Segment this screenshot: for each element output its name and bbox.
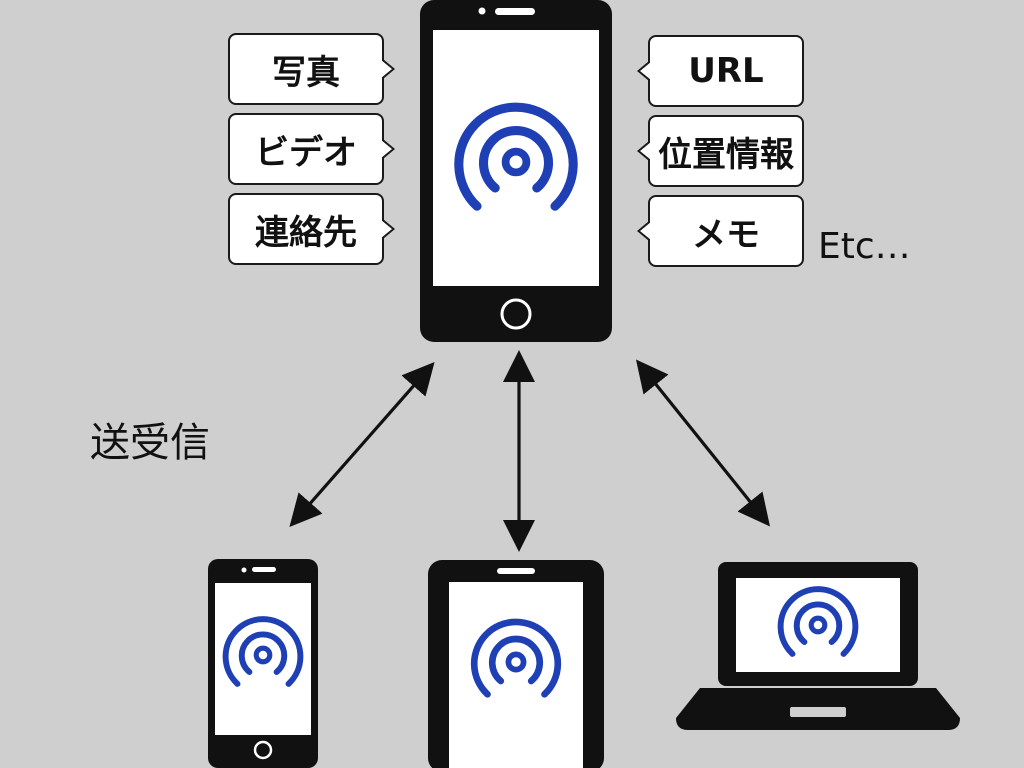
laptop-icon [676,562,960,730]
tablet-icon [428,560,604,768]
label-videos: ビデオ [228,113,384,185]
label-contacts: 連絡先 [228,193,384,265]
etc-label: Etc… [818,226,911,267]
label-url: URL [648,35,804,107]
central-smartphone-icon [420,0,612,342]
double-arrow-icon [635,359,771,527]
label-photos: 写真 [228,33,384,105]
small-smartphone-icon [208,559,318,768]
label-memo: メモ [648,195,804,267]
send-receive-label: 送受信 [90,420,210,466]
label-location: 位置情報 [648,115,804,187]
double-arrow-icon [289,361,435,528]
